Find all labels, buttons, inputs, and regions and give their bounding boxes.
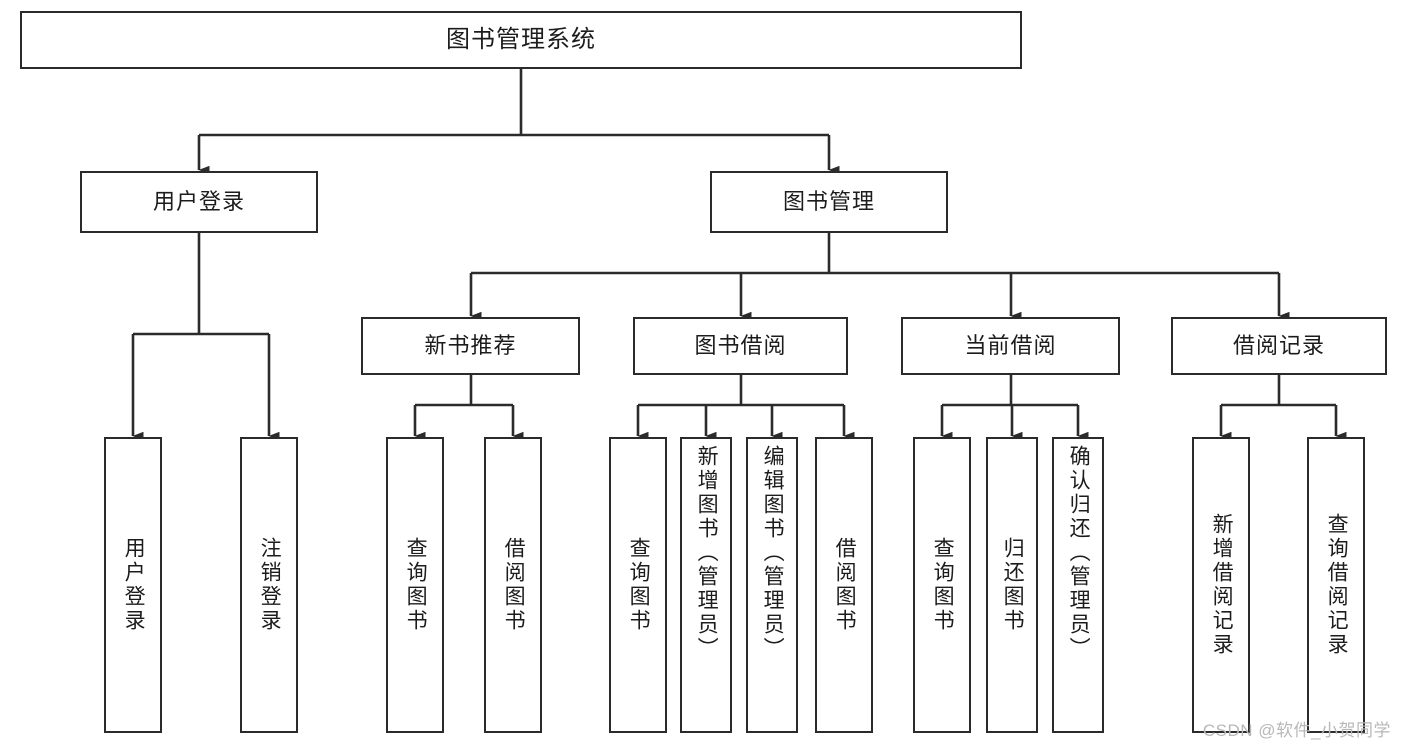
node-borrow-record[interactable]: 借阅记录 (1171, 317, 1387, 375)
node-label: 注销登录 (258, 537, 282, 633)
node-label: 查询图书 (404, 537, 428, 633)
node-leaf-query-book-recommend[interactable]: 查询图书 (386, 437, 444, 733)
node-leaf-edit-book[interactable]: 编辑图书（管理员） (746, 437, 798, 733)
node-book-borrow[interactable]: 图书借阅 (633, 317, 848, 375)
node-leaf-borrow-book-recommend[interactable]: 借阅图书 (484, 437, 542, 733)
node-label: 新书推荐 (424, 333, 517, 359)
node-label: 确认归还（管理员） (1067, 445, 1091, 661)
node-leaf-user-logout[interactable]: 注销登录 (240, 437, 298, 733)
watermark-text: CSDN @软件_小贺同学 (1202, 721, 1391, 740)
node-leaf-query-book-borrow[interactable]: 查询图书 (609, 437, 667, 733)
node-user-login[interactable]: 用户登录 (80, 171, 318, 233)
node-leaf-return-book[interactable]: 归还图书 (986, 437, 1038, 733)
node-current-borrow[interactable]: 当前借阅 (901, 317, 1120, 375)
node-label: 借阅图书 (833, 537, 857, 633)
node-label: 编辑图书（管理员） (761, 445, 785, 661)
node-leaf-add-borrow-record[interactable]: 新增借阅记录 (1192, 437, 1250, 733)
node-root[interactable]: 图书管理系统 (20, 11, 1022, 69)
node-leaf-query-book-current[interactable]: 查询图书 (913, 437, 971, 733)
node-label: 用户登录 (152, 189, 245, 215)
node-new-book-recommend[interactable]: 新书推荐 (361, 317, 580, 375)
node-label: 当前借阅 (964, 333, 1057, 359)
node-label: 新增借阅记录 (1210, 513, 1234, 657)
node-label: 图书管理系统 (446, 26, 596, 54)
node-label: 查询图书 (627, 537, 651, 633)
node-label: 用户登录 (122, 537, 146, 633)
node-leaf-confirm-return[interactable]: 确认归还（管理员） (1052, 437, 1104, 733)
node-book-manage[interactable]: 图书管理 (710, 171, 948, 233)
node-label: 图书管理 (782, 189, 875, 215)
node-label: 查询借阅记录 (1325, 513, 1349, 657)
node-label: 新增图书（管理员） (695, 445, 719, 661)
node-leaf-borrow-book[interactable]: 借阅图书 (815, 437, 873, 733)
node-label: 借阅记录 (1232, 333, 1325, 359)
node-leaf-query-borrow-record[interactable]: 查询借阅记录 (1307, 437, 1365, 733)
node-leaf-user-login[interactable]: 用户登录 (104, 437, 162, 733)
node-label: 查询图书 (931, 537, 955, 633)
node-label: 归还图书 (1001, 537, 1025, 633)
node-leaf-add-book[interactable]: 新增图书（管理员） (680, 437, 732, 733)
node-label: 借阅图书 (502, 537, 526, 633)
node-label: 图书借阅 (694, 333, 787, 359)
